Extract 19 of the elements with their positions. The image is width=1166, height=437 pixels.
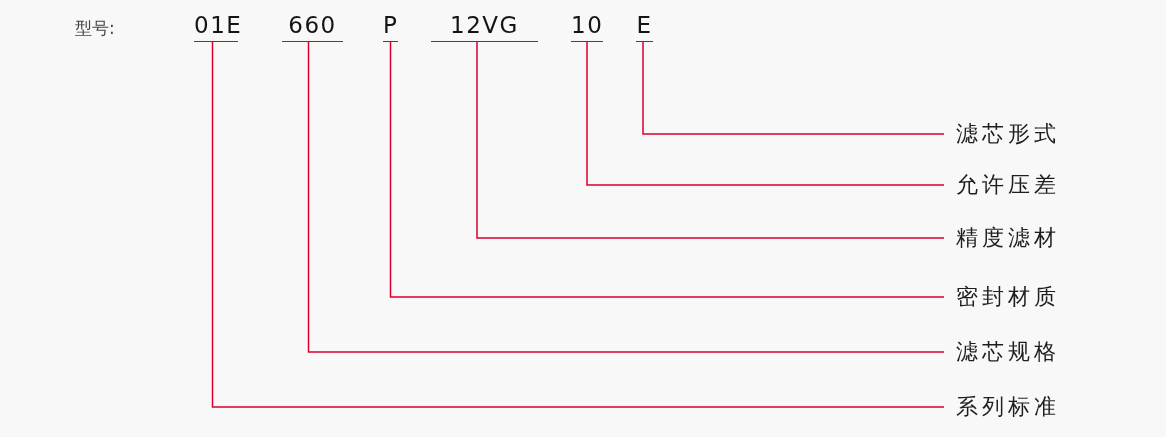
leader-line: [642, 41, 945, 135]
field-label: 允许压差: [956, 171, 1060, 199]
leader-line: [389, 41, 945, 298]
field-label: 滤芯形式: [956, 120, 1060, 148]
leader-line: [476, 41, 945, 239]
model-code-segment: 12VG: [431, 10, 538, 42]
model-label: 型号:: [75, 17, 115, 40]
field-label: 精度滤材: [956, 224, 1060, 252]
model-code-segment: 10: [571, 10, 603, 42]
model-code-segment: E: [636, 10, 653, 42]
field-label: 滤芯规格: [956, 338, 1060, 366]
leader-line: [211, 41, 945, 408]
leader-line: [307, 41, 945, 353]
field-label: 密封材质: [956, 283, 1060, 311]
model-code-segment: 01E: [194, 10, 238, 42]
model-code-segment: 660: [282, 10, 343, 42]
field-label: 系列标准: [956, 393, 1060, 421]
leader-line: [586, 41, 945, 186]
model-code-segment: P: [383, 10, 398, 42]
